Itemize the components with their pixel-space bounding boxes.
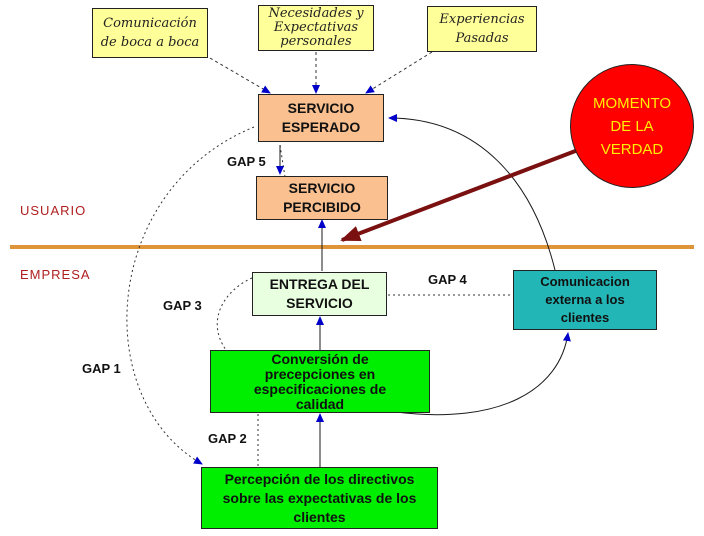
expected-service-box: SERVICIO ESPERADO xyxy=(258,94,384,142)
empresa-label: EMPRESA xyxy=(20,267,91,282)
input-personal-needs-text: Necesidades y Expectativas personales xyxy=(268,6,364,49)
perceived-service-text: SERVICIO PERCIBIDO xyxy=(283,180,361,215)
arc-conversion-to-communication xyxy=(395,332,571,416)
gap3-label: GAP 3 xyxy=(163,298,202,313)
gap2-label: GAP 2 xyxy=(208,431,247,446)
input-word-of-mouth: Comunicación de boca a boca xyxy=(92,8,208,58)
conversion-text: Conversión de precepciones en especifica… xyxy=(253,350,387,412)
management-perception-text: Percepción de los directivos sobre las e… xyxy=(222,470,417,525)
input-past-experience-text: Experiencias Pasadas xyxy=(439,12,525,46)
perceived-service-box: SERVICIO PERCIBIDO xyxy=(256,176,388,220)
conversion-box: Conversión de precepciones en especifica… xyxy=(210,350,430,413)
service-delivery-text: ENTREGA DEL SERVICIO xyxy=(269,276,370,311)
input-word-of-mouth-text: Comunicación de boca a boca xyxy=(100,16,200,50)
moment-of-truth-text: MOMENTO DE LA VERDAD xyxy=(592,94,672,158)
input-past-experience: Experiencias Pasadas xyxy=(427,6,537,52)
service-delivery-box: ENTREGA DEL SERVICIO xyxy=(252,272,387,316)
input-personal-needs: Necesidades y Expectativas personales xyxy=(258,5,374,51)
moment-of-truth-arrow xyxy=(340,148,579,242)
arc-communication-to-expected xyxy=(388,114,556,271)
gap3-link xyxy=(216,277,253,351)
gap5-link xyxy=(279,144,286,178)
expected-service-text: SERVICIO ESPERADO xyxy=(281,100,361,135)
arc-gap1 xyxy=(126,126,255,465)
gap4-label: GAP 4 xyxy=(428,272,467,287)
usuario-label: USUARIO xyxy=(20,203,87,218)
external-communication-text: Comunicacion externa a los clientes xyxy=(540,274,630,325)
moment-of-truth-circle: MOMENTO DE LA VERDAD xyxy=(570,64,694,188)
gap1-label: GAP 1 xyxy=(82,361,121,376)
gap5-label: GAP 5 xyxy=(227,154,266,169)
management-perception-box: Percepción de los directivos sobre las e… xyxy=(201,467,438,529)
external-communication-box: Comunicacion externa a los clientes xyxy=(513,270,657,330)
arrow-word-of-mouth xyxy=(209,57,271,94)
arrow-past-experience xyxy=(365,51,433,94)
